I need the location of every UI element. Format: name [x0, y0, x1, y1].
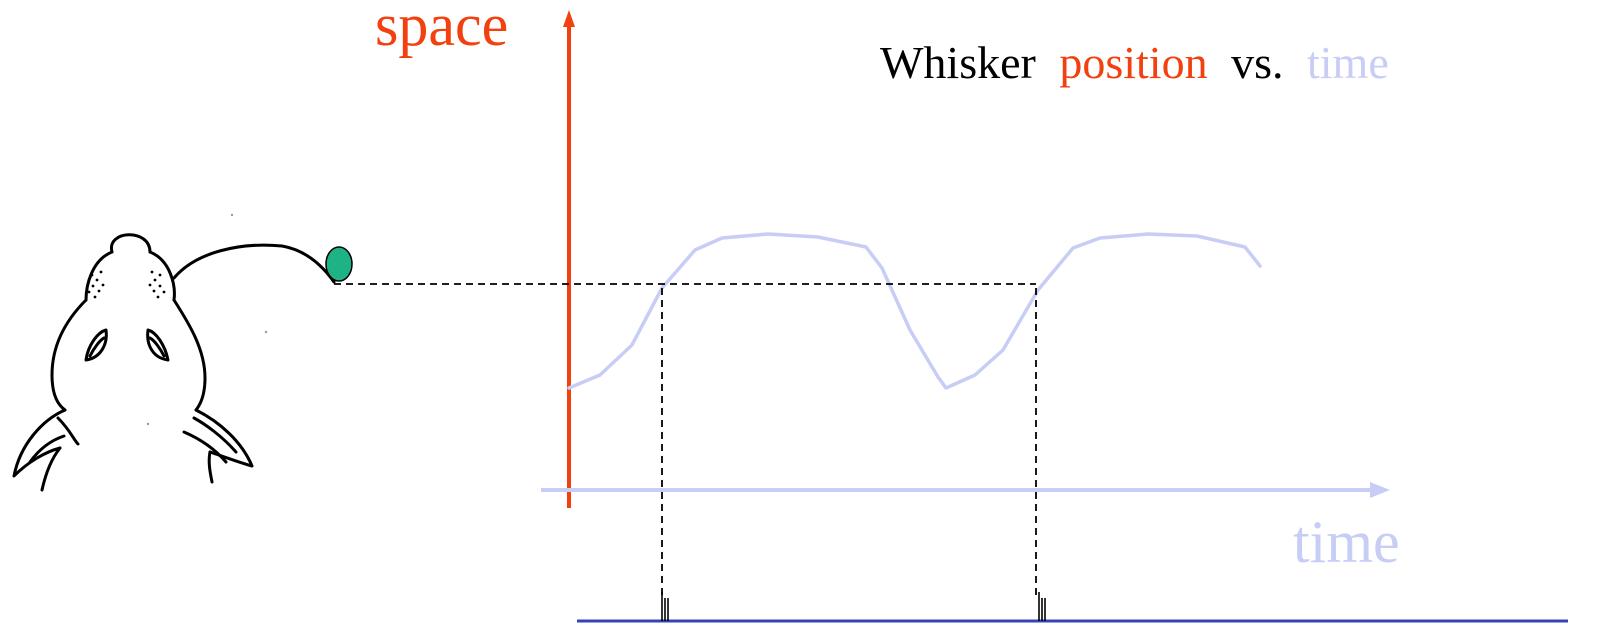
- spike-train: [577, 592, 1568, 621]
- time-axis-arrowhead: [1370, 482, 1390, 498]
- title: Whisker position vs. time: [880, 37, 1389, 88]
- time-axis: [541, 482, 1390, 498]
- whisker: [174, 245, 334, 282]
- whisker-position-trace: [569, 234, 1260, 388]
- whisker-pad-dots: [88, 271, 166, 299]
- speck: [265, 331, 267, 333]
- space-axis: [563, 10, 575, 508]
- time-axis-label: time: [1293, 509, 1400, 575]
- spike: [1039, 592, 1045, 621]
- whisker-tip-dot-icon: [326, 247, 352, 281]
- mouse-head-top-view-icon: [14, 235, 252, 490]
- space-axis-label: space: [375, 0, 508, 58]
- speck: [231, 214, 233, 216]
- title-word-time: time: [1307, 37, 1389, 88]
- title-word-whisker: Whisker: [880, 37, 1036, 88]
- speck: [147, 423, 149, 425]
- title-word-vs: vs.: [1231, 37, 1283, 88]
- spike: [662, 592, 668, 621]
- title-word-position: position: [1059, 37, 1207, 88]
- space-axis-arrowhead: [563, 10, 575, 27]
